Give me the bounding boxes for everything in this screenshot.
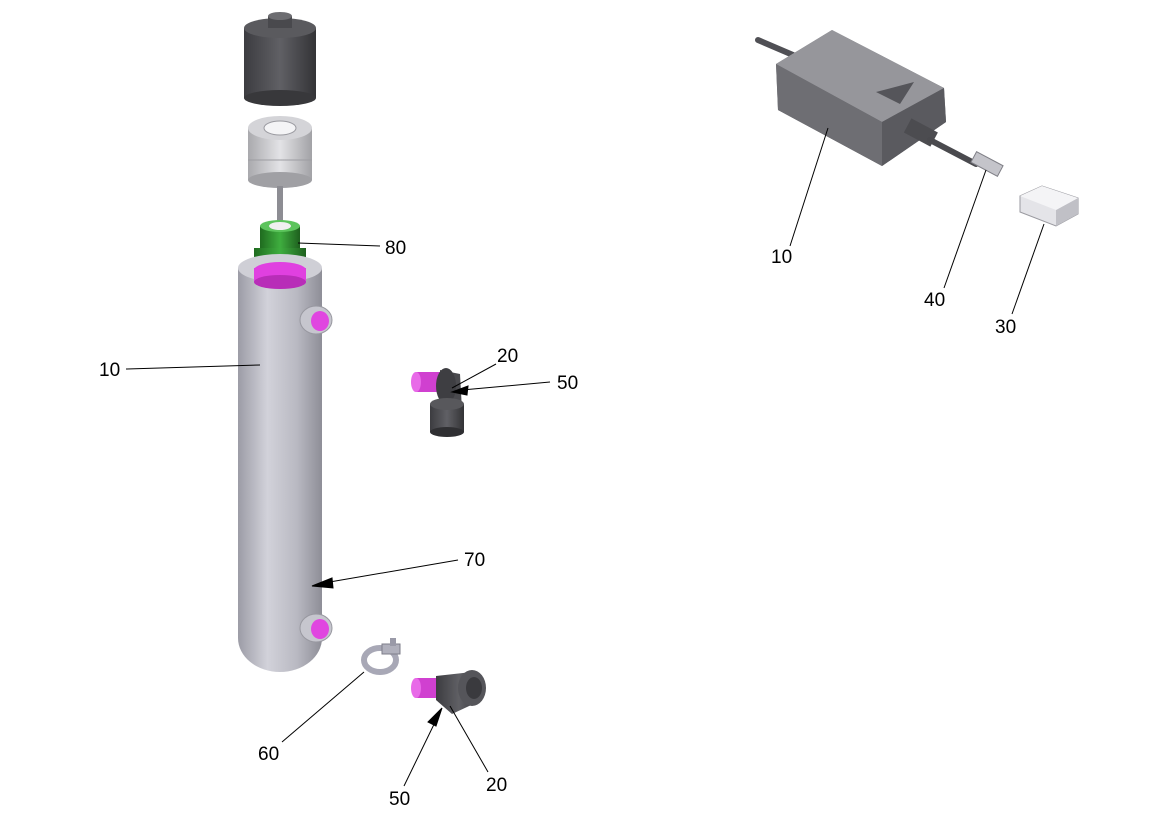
leader-20-top xyxy=(451,363,497,389)
power-cable-output xyxy=(903,118,979,167)
leader-20-bottom xyxy=(449,705,489,773)
callout-terminal-cover: 30 xyxy=(995,317,1016,338)
leader-30 xyxy=(1011,223,1045,315)
callout-hose-clamp: 60 xyxy=(258,744,279,765)
arrow-50-bottom xyxy=(427,707,443,727)
lamp-sleeve-nut xyxy=(248,116,312,188)
callout-uv-chamber: 10 xyxy=(99,360,120,381)
lower-elbow-fitting xyxy=(411,670,486,714)
leader-lines xyxy=(125,127,1045,787)
output-connector xyxy=(970,150,1004,178)
chamber-port-lower xyxy=(299,613,333,643)
callout-top-collar: 80 xyxy=(385,238,406,259)
terminal-cover-part xyxy=(1019,185,1079,227)
arrow-70 xyxy=(311,577,334,589)
callout-power-supply: 10 xyxy=(771,247,792,268)
power-supply-body xyxy=(776,30,946,166)
leader-10-right xyxy=(789,127,829,247)
arrow-50-top xyxy=(450,385,469,396)
callout-upper-fitting-seal: 50 xyxy=(557,373,578,394)
leader-10-left xyxy=(125,364,261,370)
callout-lower-fitting-seal: 50 xyxy=(389,789,410,810)
callout-upper-fitting: 20 xyxy=(497,346,518,367)
leader-70 xyxy=(317,559,459,585)
lamp-rod xyxy=(277,186,283,242)
upper-elbow-fitting xyxy=(411,368,464,437)
chamber-cap xyxy=(244,12,316,106)
callout-chamber-oring: 70 xyxy=(464,550,485,571)
leader-40 xyxy=(943,169,987,289)
leader-50-top xyxy=(461,381,551,391)
callout-lower-fitting: 20 xyxy=(486,775,507,796)
leader-60 xyxy=(281,671,365,743)
chamber-port-upper xyxy=(299,305,333,335)
leader-80 xyxy=(297,242,381,247)
hose-clamp xyxy=(361,638,401,675)
callout-connector: 40 xyxy=(924,290,945,311)
